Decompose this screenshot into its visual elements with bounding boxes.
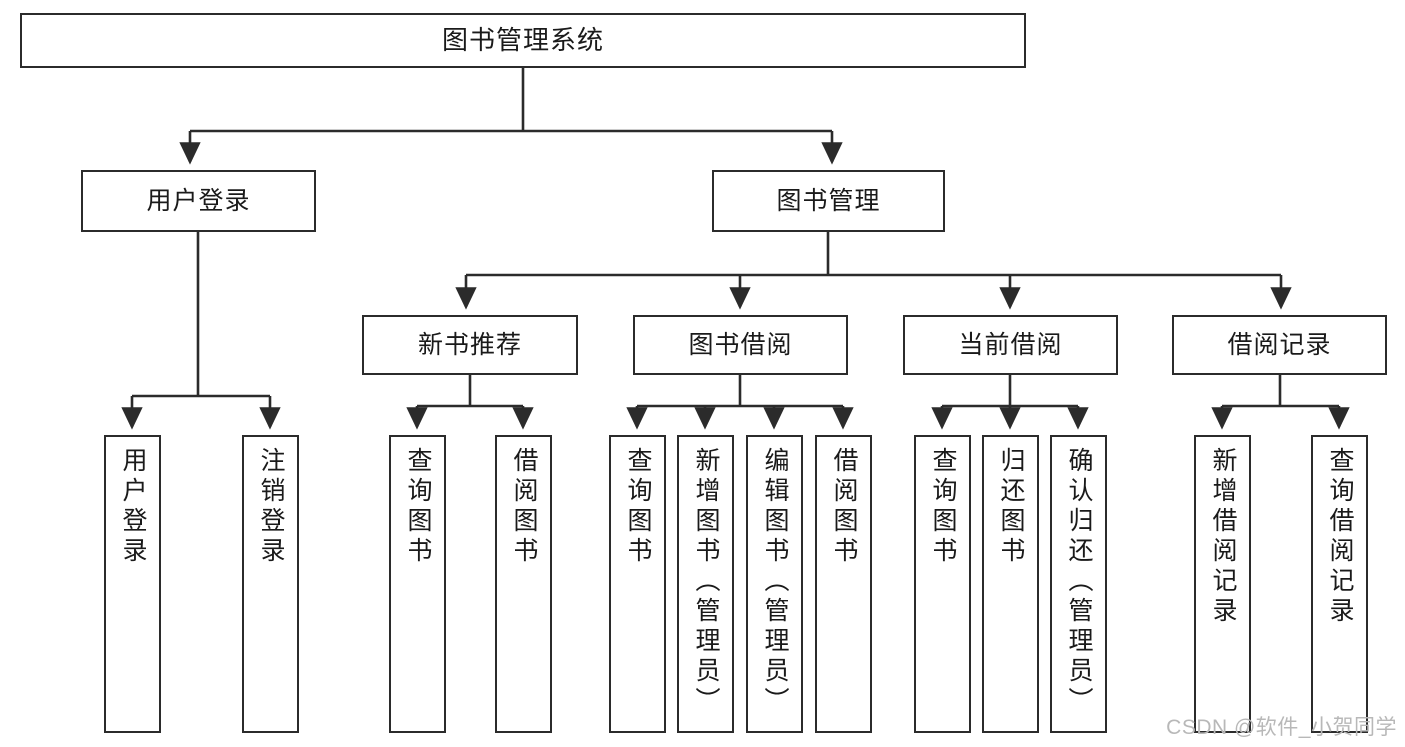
node-label: 新增借阅记录 xyxy=(1209,447,1237,627)
leaf-query-book-current[interactable]: 查询图书 xyxy=(914,435,971,733)
node-label: 借阅图书 xyxy=(830,447,858,567)
node-label: 借阅图书 xyxy=(510,447,538,567)
node-label: 新增图书（管理员） xyxy=(692,447,720,717)
node-label: 查询图书 xyxy=(404,447,432,567)
leaf-return-book[interactable]: 归还图书 xyxy=(982,435,1039,733)
node-label: 图书借阅 xyxy=(688,330,793,359)
leaf-borrow-book-recommend[interactable]: 借阅图书 xyxy=(495,435,552,733)
leaf-add-borrow-record[interactable]: 新增借阅记录 xyxy=(1194,435,1251,733)
leaf-add-book-admin[interactable]: 新增图书（管理员） xyxy=(677,435,734,733)
node-user-login[interactable]: 用户登录 xyxy=(81,170,316,232)
node-label: 查询图书 xyxy=(624,447,652,567)
watermark: CSDN @软件_小贺同学 xyxy=(1166,716,1397,739)
leaf-query-borrow-record[interactable]: 查询借阅记录 xyxy=(1311,435,1368,733)
node-book-management[interactable]: 图书管理 xyxy=(712,170,945,232)
leaf-query-book-borrow[interactable]: 查询图书 xyxy=(609,435,666,733)
node-current-borrow[interactable]: 当前借阅 xyxy=(903,315,1118,375)
node-new-book-recommend[interactable]: 新书推荐 xyxy=(362,315,578,375)
node-label: 查询图书 xyxy=(929,447,957,567)
node-label: 注销登录 xyxy=(257,447,285,567)
node-book-management-system[interactable]: 图书管理系统 xyxy=(20,13,1026,68)
node-label: 用户登录 xyxy=(146,186,251,215)
leaf-borrow-book[interactable]: 借阅图书 xyxy=(815,435,872,733)
node-label: 图书管理 xyxy=(776,186,881,215)
node-borrow-record[interactable]: 借阅记录 xyxy=(1172,315,1387,375)
node-label: 图书管理系统 xyxy=(441,24,604,55)
node-label: 查询借阅记录 xyxy=(1326,447,1354,627)
node-label: 新书推荐 xyxy=(417,330,522,359)
leaf-query-book-recommend[interactable]: 查询图书 xyxy=(389,435,446,733)
node-label: 编辑图书（管理员） xyxy=(761,447,789,717)
node-label: 借阅记录 xyxy=(1227,330,1332,359)
leaf-user-logout[interactable]: 注销登录 xyxy=(242,435,299,733)
node-label: 归还图书 xyxy=(997,447,1025,567)
node-label: 当前借阅 xyxy=(958,330,1063,359)
leaf-user-login[interactable]: 用户登录 xyxy=(104,435,161,733)
leaf-edit-book-admin[interactable]: 编辑图书（管理员） xyxy=(746,435,803,733)
leaf-confirm-return-admin[interactable]: 确认归还（管理员） xyxy=(1050,435,1107,733)
node-book-borrow[interactable]: 图书借阅 xyxy=(633,315,848,375)
node-label: 确认归还（管理员） xyxy=(1065,447,1093,717)
node-label: 用户登录 xyxy=(119,447,147,567)
